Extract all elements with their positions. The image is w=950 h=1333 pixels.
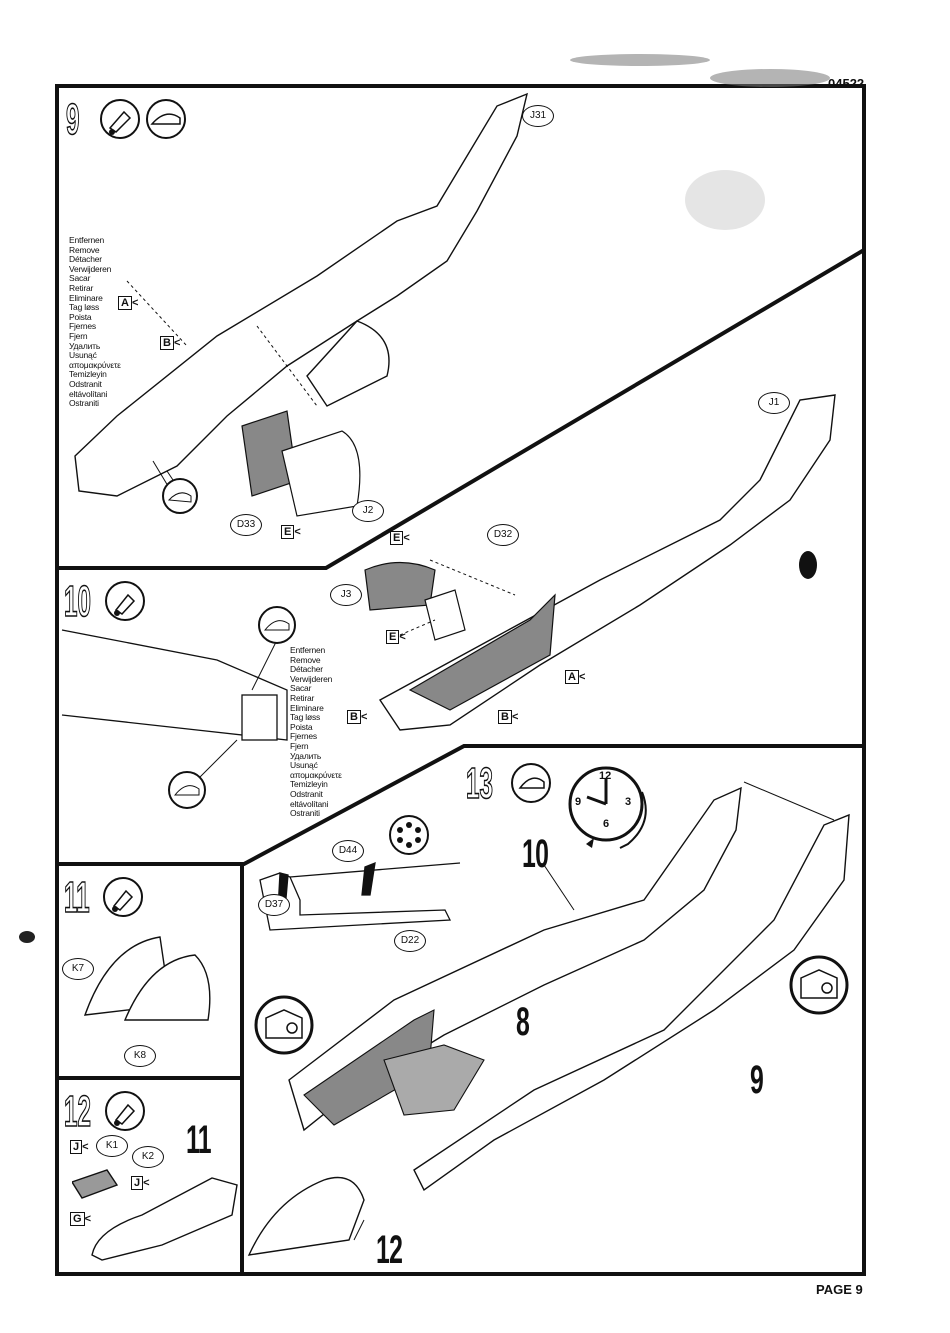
- assembly-label-8: 8: [516, 1000, 530, 1044]
- step-9-icons: [100, 99, 186, 139]
- part-callout-D22: D22: [394, 930, 426, 952]
- flag-E: E<: [386, 630, 406, 644]
- assembly-label-12: 12: [376, 1228, 403, 1272]
- clock-12: 12: [599, 770, 612, 782]
- part-callout-K2: K2: [132, 1146, 164, 1168]
- assembly-label-10: 10: [522, 832, 549, 876]
- flag-A: A<: [565, 670, 585, 684]
- flag-B: B<: [498, 710, 518, 724]
- part-callout-J31: J31: [522, 105, 554, 127]
- part-callout-K1: K1: [96, 1135, 128, 1157]
- flag-B: B<: [347, 710, 367, 724]
- glue-drop-icon: [103, 877, 143, 917]
- step-10-fuselage-drawing: [364, 394, 836, 731]
- step-11-number: 11: [64, 873, 90, 922]
- step-9-number: 9: [66, 95, 80, 144]
- glue-drop-icon: [105, 1091, 145, 1131]
- flag-J: J<: [70, 1140, 89, 1154]
- flag-E: E<: [390, 531, 410, 545]
- flag-G: G<: [70, 1212, 91, 1226]
- nose-drawing: [72, 1169, 238, 1261]
- step-9-fuselage-drawing: [74, 92, 528, 517]
- cement-nozzle-icon: [511, 763, 551, 803]
- page-number: PAGE 9: [816, 1282, 863, 1297]
- part-callout-J2: J2: [352, 500, 384, 522]
- glue-drop-icon: [105, 581, 145, 621]
- asterisk-icon: [389, 815, 429, 855]
- part-callout-D32: D32: [487, 524, 519, 546]
- part-callout-D44: D44: [332, 840, 364, 862]
- assembly-label-9: 9: [750, 1058, 764, 1102]
- step-12-number: 12: [64, 1087, 92, 1136]
- assembly-label-11: 11: [186, 1118, 212, 1162]
- flag-B: B<: [160, 336, 180, 350]
- flag-E: E<: [281, 525, 301, 539]
- kit-code: 04522: [828, 76, 865, 91]
- step-10-number: 10: [64, 577, 92, 626]
- clock-6: 6: [603, 818, 610, 830]
- flag-J: J<: [131, 1176, 150, 1190]
- part-callout-J3: J3: [330, 584, 362, 606]
- part-callout-K8: K8: [124, 1045, 156, 1067]
- part-callout-K7: K7: [62, 958, 94, 980]
- main-assembly-drawing: [247, 781, 850, 1256]
- part-callout-D37: D37: [258, 894, 290, 916]
- step-10-detail-drawing: [61, 606, 296, 809]
- part-callout-D33: D33: [230, 514, 262, 536]
- flag-A: A<: [118, 296, 138, 310]
- step-13-number: 13: [466, 759, 494, 808]
- clock-icon: [568, 766, 647, 849]
- clock-3: 3: [625, 796, 632, 808]
- part-callout-J1: J1: [758, 392, 790, 414]
- clock-9: 9: [575, 796, 582, 808]
- canopy-drawing: [83, 936, 211, 1021]
